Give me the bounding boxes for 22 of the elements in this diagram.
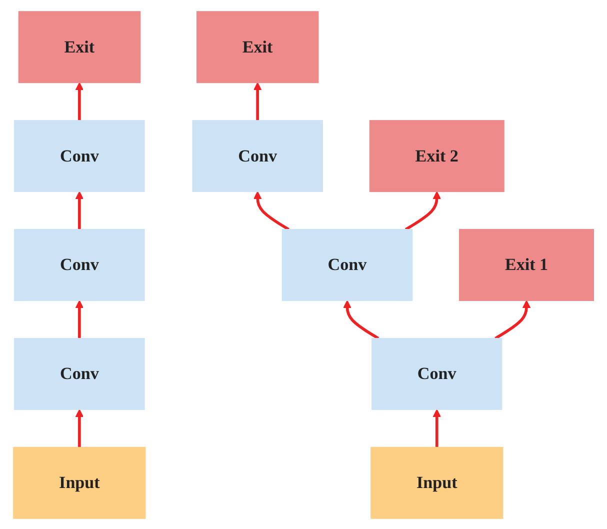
arrow [494,300,531,340]
node-box: Input [13,446,146,518]
node-box: Exit 2 [369,120,504,192]
arrow [75,408,84,447]
node-box: Exit [196,10,319,83]
arrow [253,82,262,120]
node-box: Conv [14,120,145,192]
node-box: Conv [192,120,323,192]
node-box: Conv [371,337,502,410]
arrow [75,82,84,120]
arrow [342,300,380,340]
arrow [253,190,290,230]
arrow [404,190,441,230]
node-box: Input [370,446,504,518]
arrow [75,190,84,229]
arrow [75,300,84,338]
node-box: Conv [14,337,145,410]
node-box: Exit [18,10,140,83]
node-box: Conv [14,228,145,300]
node-box: Exit 1 [458,228,594,300]
node-box: Conv [282,228,413,300]
arrow [432,408,441,447]
